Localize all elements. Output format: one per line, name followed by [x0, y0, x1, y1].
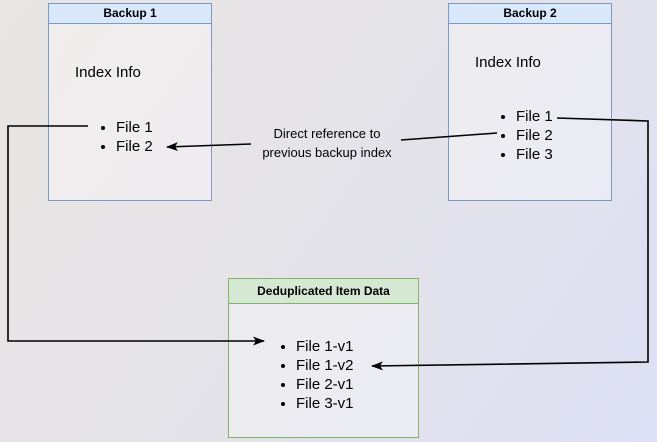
file-item: File 3-v1 — [296, 394, 354, 413]
backup1-box: Backup 1 Index Info File 1File 2 — [48, 3, 212, 201]
file-item: File 3 — [516, 145, 553, 164]
backup2-subtitle: Index Info — [475, 54, 541, 71]
dedup-box: Deduplicated Item Data File 1-v1File 1-v… — [228, 278, 419, 438]
backup2-file-list: File 1File 2File 3 — [499, 107, 553, 164]
direct-reference-label-line2: previous backup index — [262, 145, 392, 160]
backup1-title: Backup 1 — [49, 4, 211, 24]
file-item: File 1 — [116, 118, 153, 137]
dedup-file-list: File 1-v1File 1-v2File 2-v1File 3-v1 — [279, 337, 354, 413]
backup1-file-list: File 1File 2 — [99, 118, 153, 156]
dedup-title: Deduplicated Item Data — [229, 279, 418, 304]
backup2-title: Backup 2 — [449, 4, 611, 24]
file-item: File 2 — [116, 137, 153, 156]
direct-reference-label: Direct reference to previous backup inde… — [234, 124, 420, 162]
file-item: File 2-v1 — [296, 375, 354, 394]
file-item: File 2 — [516, 126, 553, 145]
backup1-subtitle: Index Info — [75, 64, 141, 81]
direct-reference-label-line1: Direct reference to — [273, 126, 381, 141]
file-item: File 1-v1 — [296, 337, 354, 356]
backup2-box: Backup 2 Index Info File 1File 2File 3 — [448, 3, 612, 201]
file-item: File 1 — [516, 107, 553, 126]
file-item: File 1-v2 — [296, 356, 354, 375]
